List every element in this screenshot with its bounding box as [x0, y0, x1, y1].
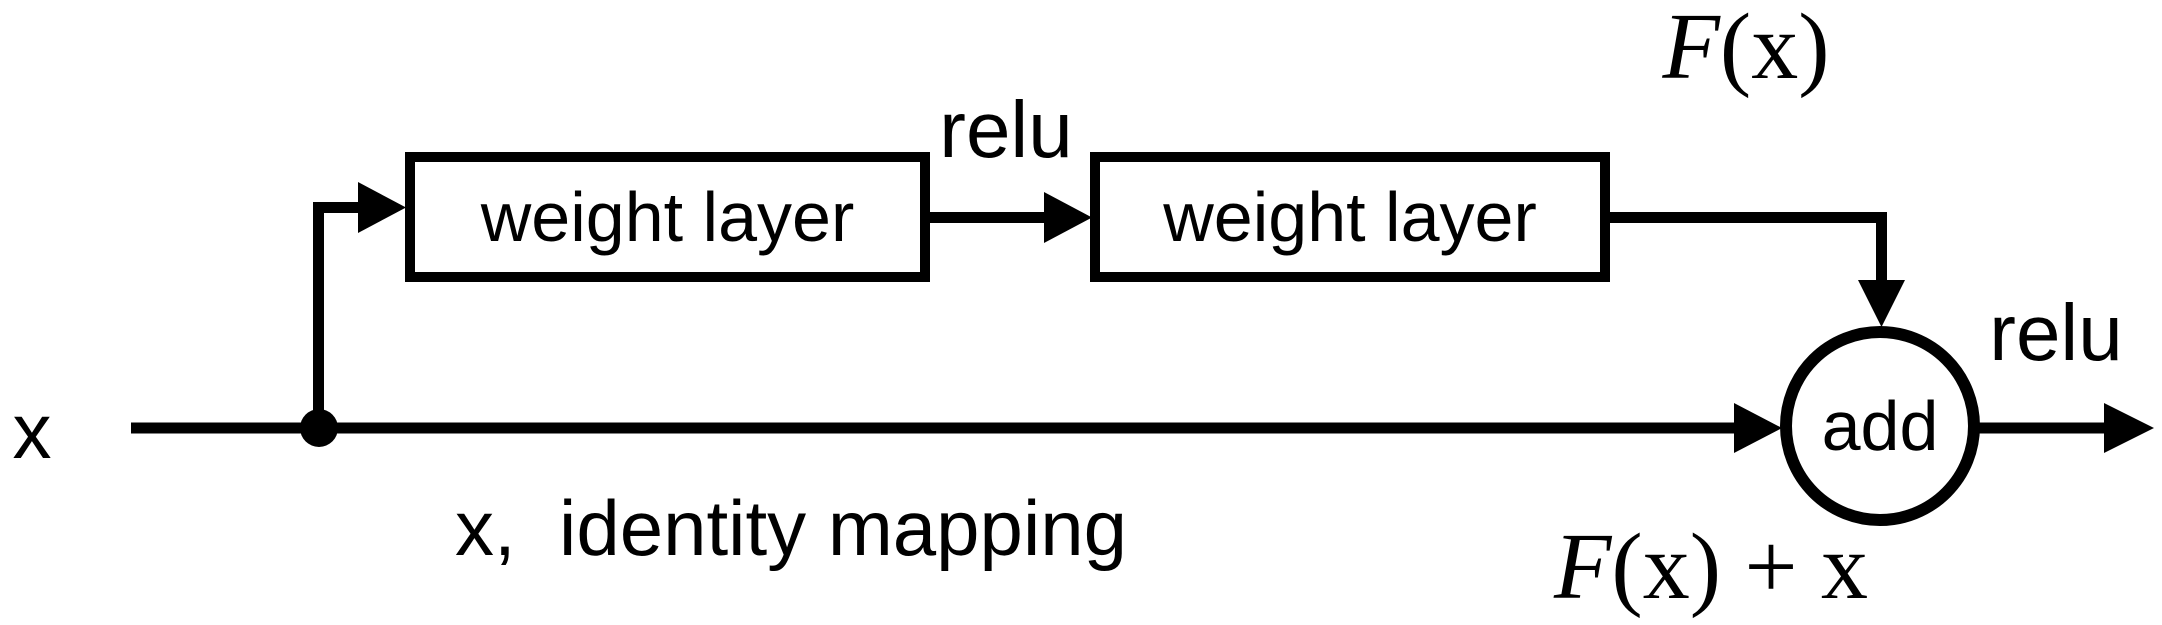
fx-label: F(x) [1640, 0, 1852, 94]
fx-wire [1610, 212, 1887, 286]
sum-label: F(x) + x [1551, 520, 1871, 614]
sum-input-arrowhead [1734, 403, 1782, 453]
weight-layer-box-1: weight layer [405, 152, 930, 282]
add-label: add [1821, 387, 1939, 465]
weight-layer-label-1: weight layer [480, 178, 855, 256]
identity-mapping-label: x, identity mapping [455, 484, 1128, 572]
fx-label-f: F [1662, 0, 1720, 99]
fx-arrowhead [1858, 280, 1905, 327]
output-arrowhead [2104, 403, 2154, 453]
weight-layer-box-2: weight layer [1090, 152, 1610, 282]
add-circle: add [1780, 326, 1980, 526]
branch-arrowhead [358, 182, 406, 233]
sum-label-f: F [1553, 515, 1612, 619]
sum-label-rest: (x) + x [1611, 515, 1869, 619]
fx-label-rest: (x) [1719, 0, 1830, 99]
input-label: x [12, 387, 52, 475]
relu-mid-label: relu [939, 85, 1073, 174]
relu-out-label: relu [1989, 288, 2123, 377]
branch-line [313, 202, 364, 428]
mid-arrowhead [1044, 192, 1092, 243]
weight-layer-label-2: weight layer [1163, 178, 1537, 256]
